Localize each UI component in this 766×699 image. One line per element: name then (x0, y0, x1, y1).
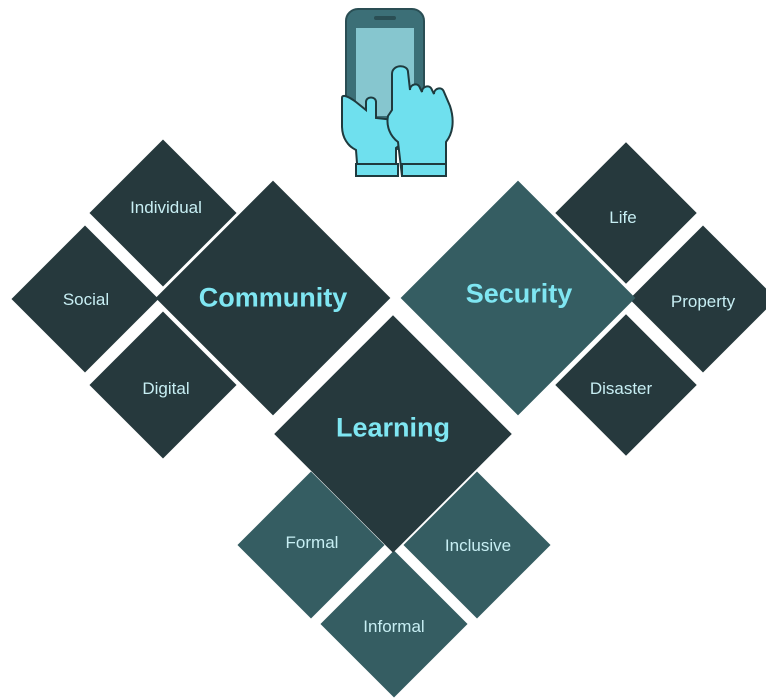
community-title: Community (198, 282, 348, 313)
security-item-property-label: Property (670, 292, 736, 311)
security-title: Security (465, 278, 573, 309)
learning-title: Learning (335, 412, 451, 443)
security-item-life-label: Life (609, 208, 637, 227)
community-item-individual-label: Individual (130, 198, 202, 217)
community-item-digital-label: Digital (142, 379, 190, 398)
learning-item-inclusive-label: Inclusive (444, 536, 512, 555)
community-item-social-label: Social (62, 290, 110, 309)
touchscreen-phone-icon (341, 8, 454, 177)
learning-item-informal-label: Informal (363, 617, 425, 636)
security-item-disaster-label: Disaster (589, 379, 653, 398)
learning-item-formal-label: Formal (285, 533, 339, 552)
